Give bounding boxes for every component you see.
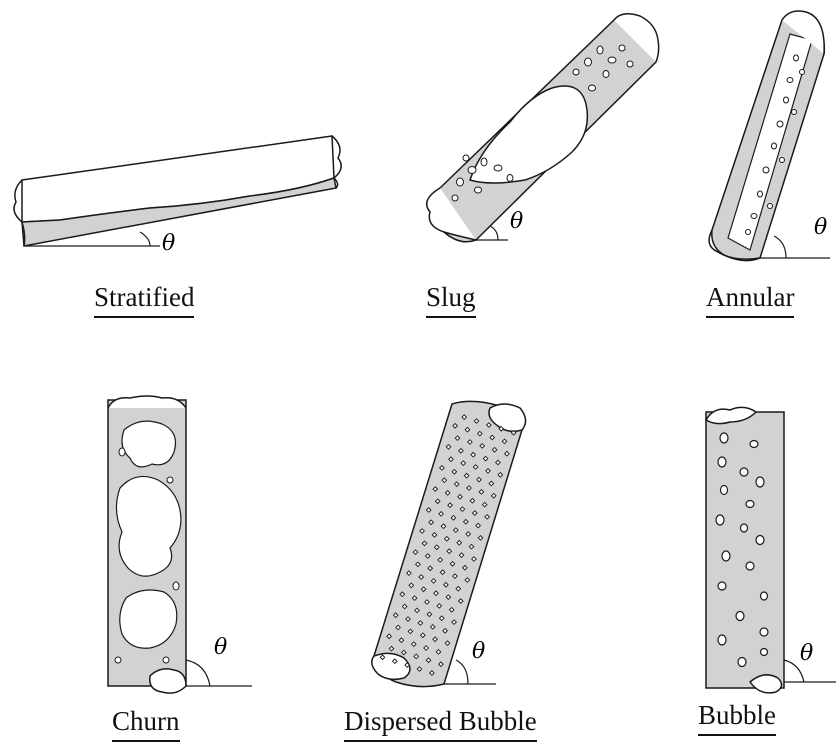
slug-gas-bubble — [470, 86, 587, 183]
dispersed-bubble-bottom-end — [372, 653, 410, 679]
bubble-liquid-body — [706, 412, 784, 688]
dispersed-bubble-theta-label: θ — [472, 639, 485, 664]
slug-panel: θ Slug — [360, 0, 690, 330]
churn-panel: θ Churn — [0, 360, 300, 740]
dispersed-bubble-panel: θ Dispersed Bubble — [300, 360, 660, 740]
stratified-angle-arc — [140, 232, 150, 246]
annular-label: Annular — [706, 282, 794, 318]
stratified-label: Stratified — [94, 282, 194, 318]
bubble-pipe-drawing: θ — [660, 360, 840, 740]
churn-label: Churn — [112, 706, 180, 742]
bubble-panel: θ Bubble — [660, 360, 840, 740]
bubble-theta-label: θ — [800, 641, 813, 666]
bubble-label: Bubble — [698, 700, 776, 736]
annular-pipe-drawing: θ — [690, 0, 840, 330]
churn-theta-label: θ — [214, 635, 227, 660]
churn-pipe-drawing: θ — [0, 360, 300, 740]
dispersed-bubble-label: Dispersed Bubble — [344, 706, 537, 742]
annular-panel: θ Annular — [690, 0, 840, 330]
churn-bottom-end — [150, 669, 186, 693]
slug-theta-label: θ — [510, 209, 523, 234]
churn-top-end — [108, 396, 186, 408]
slug-pipe-drawing: θ — [360, 0, 690, 330]
stratified-theta-label: θ — [162, 231, 175, 256]
dispersed-bubble-angle-arc — [456, 660, 468, 684]
annular-theta-label: θ — [814, 215, 827, 240]
stratified-panel: θ Stratified — [0, 0, 360, 330]
dispersed-bubble-pipe-drawing: θ — [300, 360, 660, 740]
slug-angle-arc — [490, 226, 498, 240]
churn-angle-arc — [186, 660, 210, 686]
stratified-pipe-drawing: θ — [0, 0, 360, 330]
annular-angle-arc — [774, 236, 786, 258]
slug-label: Slug — [426, 282, 476, 318]
